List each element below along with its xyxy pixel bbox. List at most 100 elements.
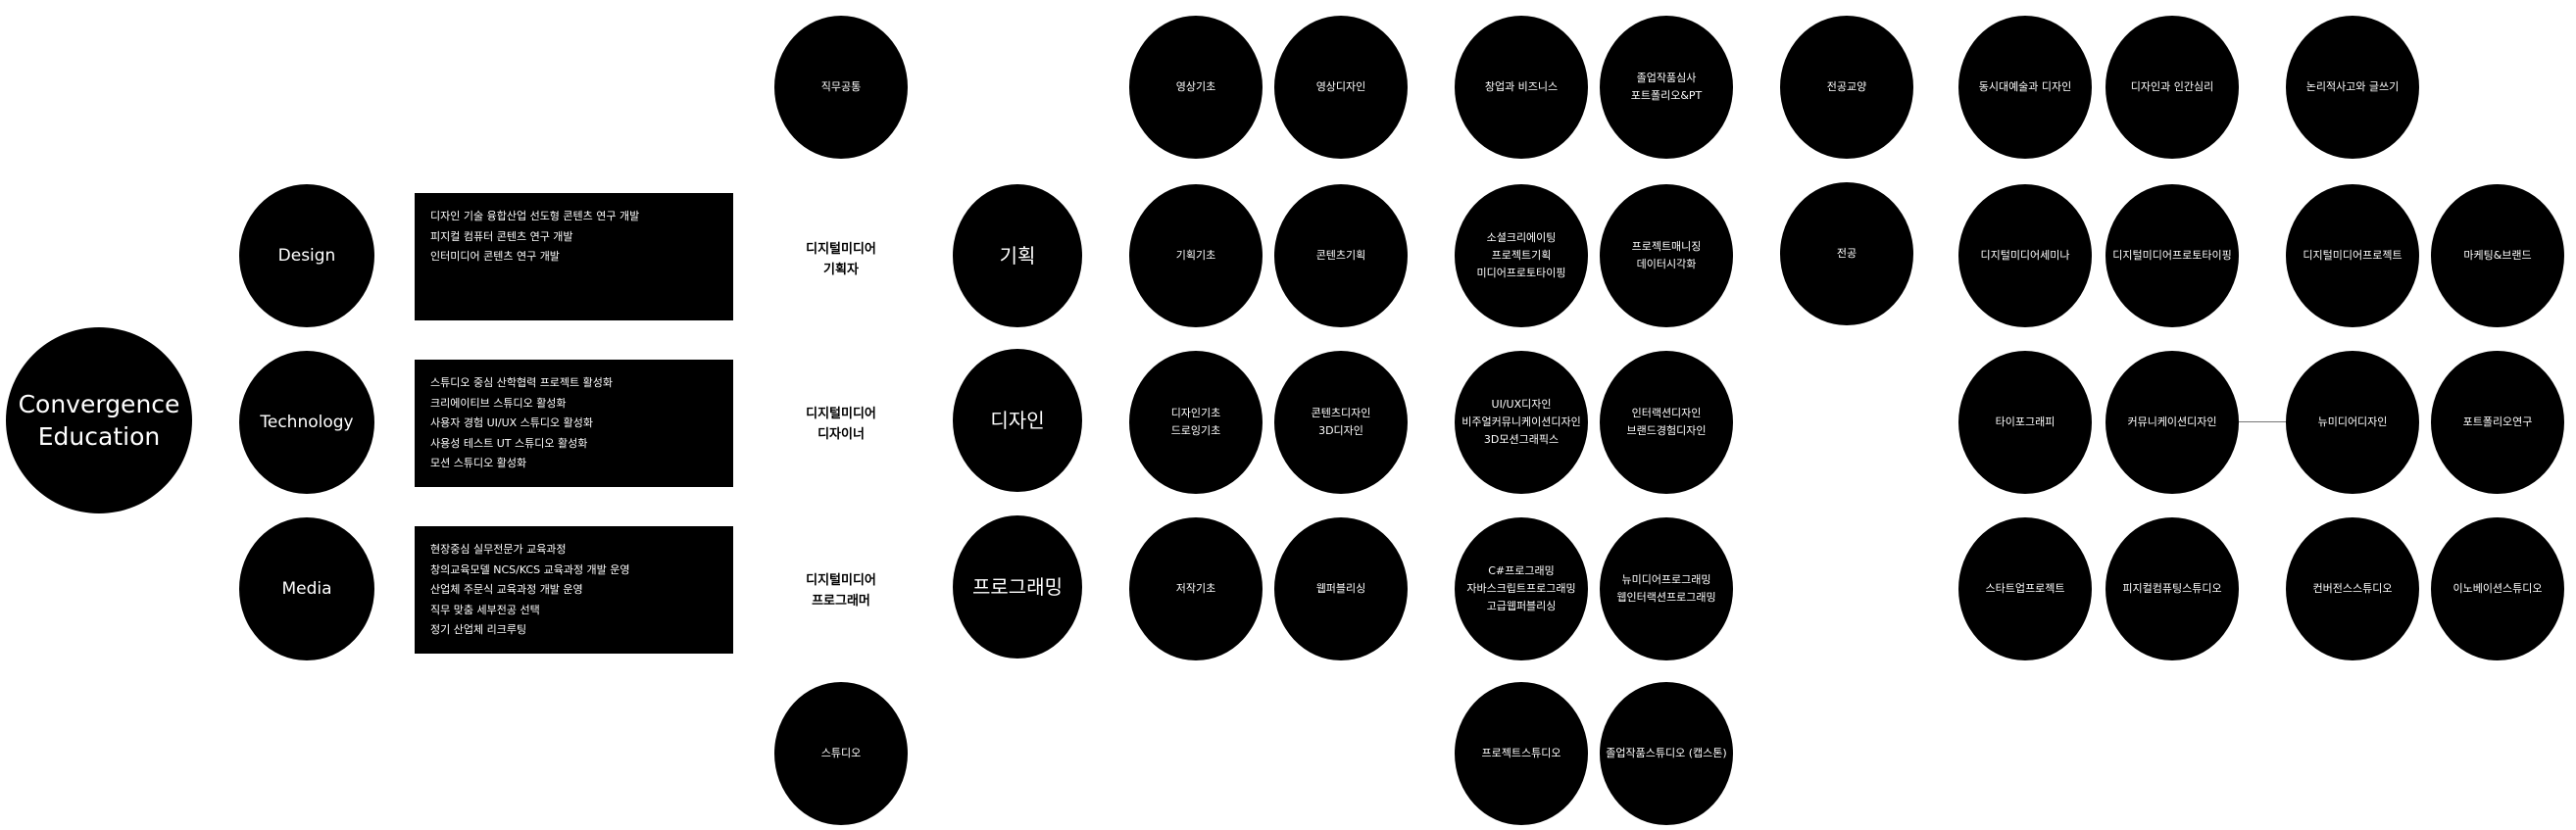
pillar-label: Media: [281, 579, 332, 599]
node-text: 고급웹퍼블리싱: [1486, 600, 1557, 612]
node-text: 드로잉기초: [1170, 424, 1221, 437]
node-text: 자바스크립트프로그래밍: [1466, 582, 1576, 595]
node-text: 이노베이션스튜디오: [2452, 582, 2543, 595]
node-course: 뉴미디어디자인: [2286, 351, 2419, 494]
node-text: 디자인과 인간심리: [2130, 80, 2214, 93]
node-text: 프로그래밍: [972, 575, 1063, 599]
node-text: 브랜드경험디자인: [1626, 424, 1707, 437]
node-course: 디지털미디어프로토타이핑: [2105, 184, 2239, 327]
row-label-line: 디지털미디어: [806, 573, 876, 588]
pillar-label: Technology: [260, 413, 354, 432]
box-line: 산업체 주문식 교육과정 개발 운영: [430, 583, 583, 596]
node-course: 타이포그래피: [1958, 351, 2092, 494]
pillar-design: Design: [239, 184, 374, 327]
row-label-line: 디지털미디어: [806, 407, 876, 421]
node-course: 뉴미디어프로그래밍 웹인터랙션프로그래밍: [1600, 517, 1733, 660]
technology-description-box: 스튜디오 중심 산학협력 프로젝트 활성화 크리에이티브 스튜디오 활성화 사용…: [415, 360, 733, 487]
node-course: 창업과 비즈니스: [1455, 16, 1588, 159]
node-course: 졸업작품스튜디오 (캡스톤): [1600, 682, 1733, 825]
node-course: 포트폴리오연구: [2431, 351, 2564, 494]
node-text: 프로젝트매니징: [1631, 240, 1702, 253]
node-text: 영상기초: [1175, 80, 1216, 93]
row-label-line: 디지털미디어: [806, 242, 876, 257]
pillar-media: Media: [239, 517, 374, 660]
box-line: 스튜디오 중심 산학협력 프로젝트 활성화: [430, 376, 614, 389]
node-course: 기획기초: [1129, 184, 1263, 327]
node-text: 디지털미디어프로토타이핑: [2112, 249, 2232, 262]
row-label-line: 기획자: [823, 263, 859, 277]
node-course: 영상기초: [1129, 16, 1263, 159]
box-line: 창의교육모델 NCS/KCS 교육과정 개발 운영: [430, 562, 630, 576]
node-text: 포트폴리오&PT: [1630, 89, 1703, 102]
node-course: 소셜크리에이팅 프로젝트기획 미디어프로토타이핑: [1455, 184, 1588, 327]
node-job-common: 직무공통: [774, 16, 908, 159]
box-line: 현장중심 실무전문가 교육과정: [430, 543, 567, 556]
node-text: 논리적사고와 글쓰기: [2305, 80, 2400, 93]
node-course: 스타트업프로젝트: [1958, 517, 2092, 660]
node-text: 뉴미디어프로그래밍: [1621, 573, 1711, 586]
node-text: 기획기초: [1175, 249, 1216, 262]
node-course: 마케팅&브랜드: [2431, 184, 2564, 327]
node-text: 전공교양: [1826, 80, 1867, 93]
node-text: 프로젝트스튜디오: [1481, 747, 1561, 759]
node-course: 영상디자인: [1274, 16, 1408, 159]
pillar-technology: Technology: [239, 351, 374, 494]
node-text: 창업과 비즈니스: [1484, 80, 1559, 93]
node-text: 피지컬컴퓨팅스튜디오: [2122, 582, 2222, 595]
node-course: 프로젝트매니징 데이터시각화: [1600, 184, 1733, 327]
node-text: 웹인터랙션프로그래밍: [1616, 591, 1716, 604]
node-course: 이노베이션스튜디오: [2431, 517, 2564, 660]
node-course: C#프로그래밍 자바스크립트프로그래밍 고급웹퍼블리싱: [1455, 517, 1588, 660]
node-text: 디지털미디어세미나: [1980, 249, 2070, 262]
node-text: 저작기초: [1175, 582, 1216, 595]
row-label-designer: 디지털미디어 디자이너: [777, 404, 905, 445]
node-text: 뉴미디어디자인: [2317, 415, 2388, 428]
node-track-design: 디자인: [953, 349, 1082, 492]
node-text: 전공: [1836, 247, 1858, 260]
row-label-line: 프로그래머: [812, 594, 870, 609]
box-line: 디자인 기술 융합산업 선도형 콘텐츠 연구 개발: [430, 210, 640, 222]
node-text: 디자인기초: [1170, 407, 1221, 419]
node-course: 인터랙션디자인 브랜드경험디자인: [1600, 351, 1733, 494]
node-course: 피지컬컴퓨팅스튜디오: [2105, 517, 2239, 660]
node-text: 기획: [999, 244, 1036, 268]
node-text: 미디어프로토타이핑: [1476, 267, 1566, 279]
box-line: 직무 맞춤 세부전공 선택: [430, 603, 540, 616]
node-text: 스타트업프로젝트: [1985, 582, 2065, 595]
box-line: 모션 스튜디오 활성화: [430, 457, 527, 469]
node-course: 웹퍼블리싱: [1274, 517, 1408, 660]
node-text: 인터랙션디자인: [1631, 407, 1702, 419]
node-course: 컨버전스스튜디오: [2286, 517, 2419, 660]
node-course: 디지털미디어세미나: [1958, 184, 2092, 327]
node-text: 졸업작품심사: [1636, 72, 1697, 84]
node-text: 콘텐츠디자인: [1311, 407, 1371, 419]
node-course: 논리적사고와 글쓰기: [2286, 16, 2419, 159]
node-text: 직무공통: [820, 80, 862, 93]
row-label-planner: 디지털미디어 기획자: [777, 239, 905, 280]
node-course: 콘텐츠기획: [1274, 184, 1408, 327]
node-course: 콘텐츠디자인 3D디자인: [1274, 351, 1408, 494]
node-course: 디자인기초 드로잉기초: [1129, 351, 1263, 494]
node-text: 졸업작품스튜디오 (캡스톤): [1606, 747, 1727, 759]
node-text: 3D모션그래픽스: [1483, 433, 1560, 446]
node-text: 커뮤니케이션디자인: [2127, 415, 2217, 428]
box-line: 사용자 경험 UI/UX 스튜디오 활성화: [430, 416, 594, 429]
box-line: 크리에이티브 스튜디오 활성화: [430, 396, 567, 410]
connector-line: [2239, 421, 2286, 422]
node-course: 전공: [1780, 182, 1913, 325]
box-line: 정기 산업체 리크루팅: [430, 623, 527, 636]
node-text: 콘텐츠기획: [1315, 249, 1366, 262]
node-studio: 스튜디오: [774, 682, 908, 825]
box-line: 피지컬 컴퓨터 콘텐츠 연구 개발: [430, 229, 573, 243]
node-text: C#프로그래밍: [1488, 564, 1555, 577]
node-text: 프로젝트기획: [1491, 249, 1552, 262]
node-track-planning: 기획: [953, 184, 1082, 327]
node-course: 디지털미디어프로젝트: [2286, 184, 2419, 327]
node-track-programming: 프로그래밍: [953, 515, 1082, 659]
node-text: 컨버전스스튜디오: [2312, 582, 2393, 595]
node-text: 소셜크리에이팅: [1486, 231, 1557, 244]
core-title-line-2: Education: [37, 422, 161, 451]
node-text: 데이터시각화: [1636, 258, 1697, 270]
node-course: UI/UX디자인 비주얼커뮤니케이션디자인 3D모션그래픽스: [1455, 351, 1588, 494]
node-course: 전공교양: [1780, 16, 1913, 159]
